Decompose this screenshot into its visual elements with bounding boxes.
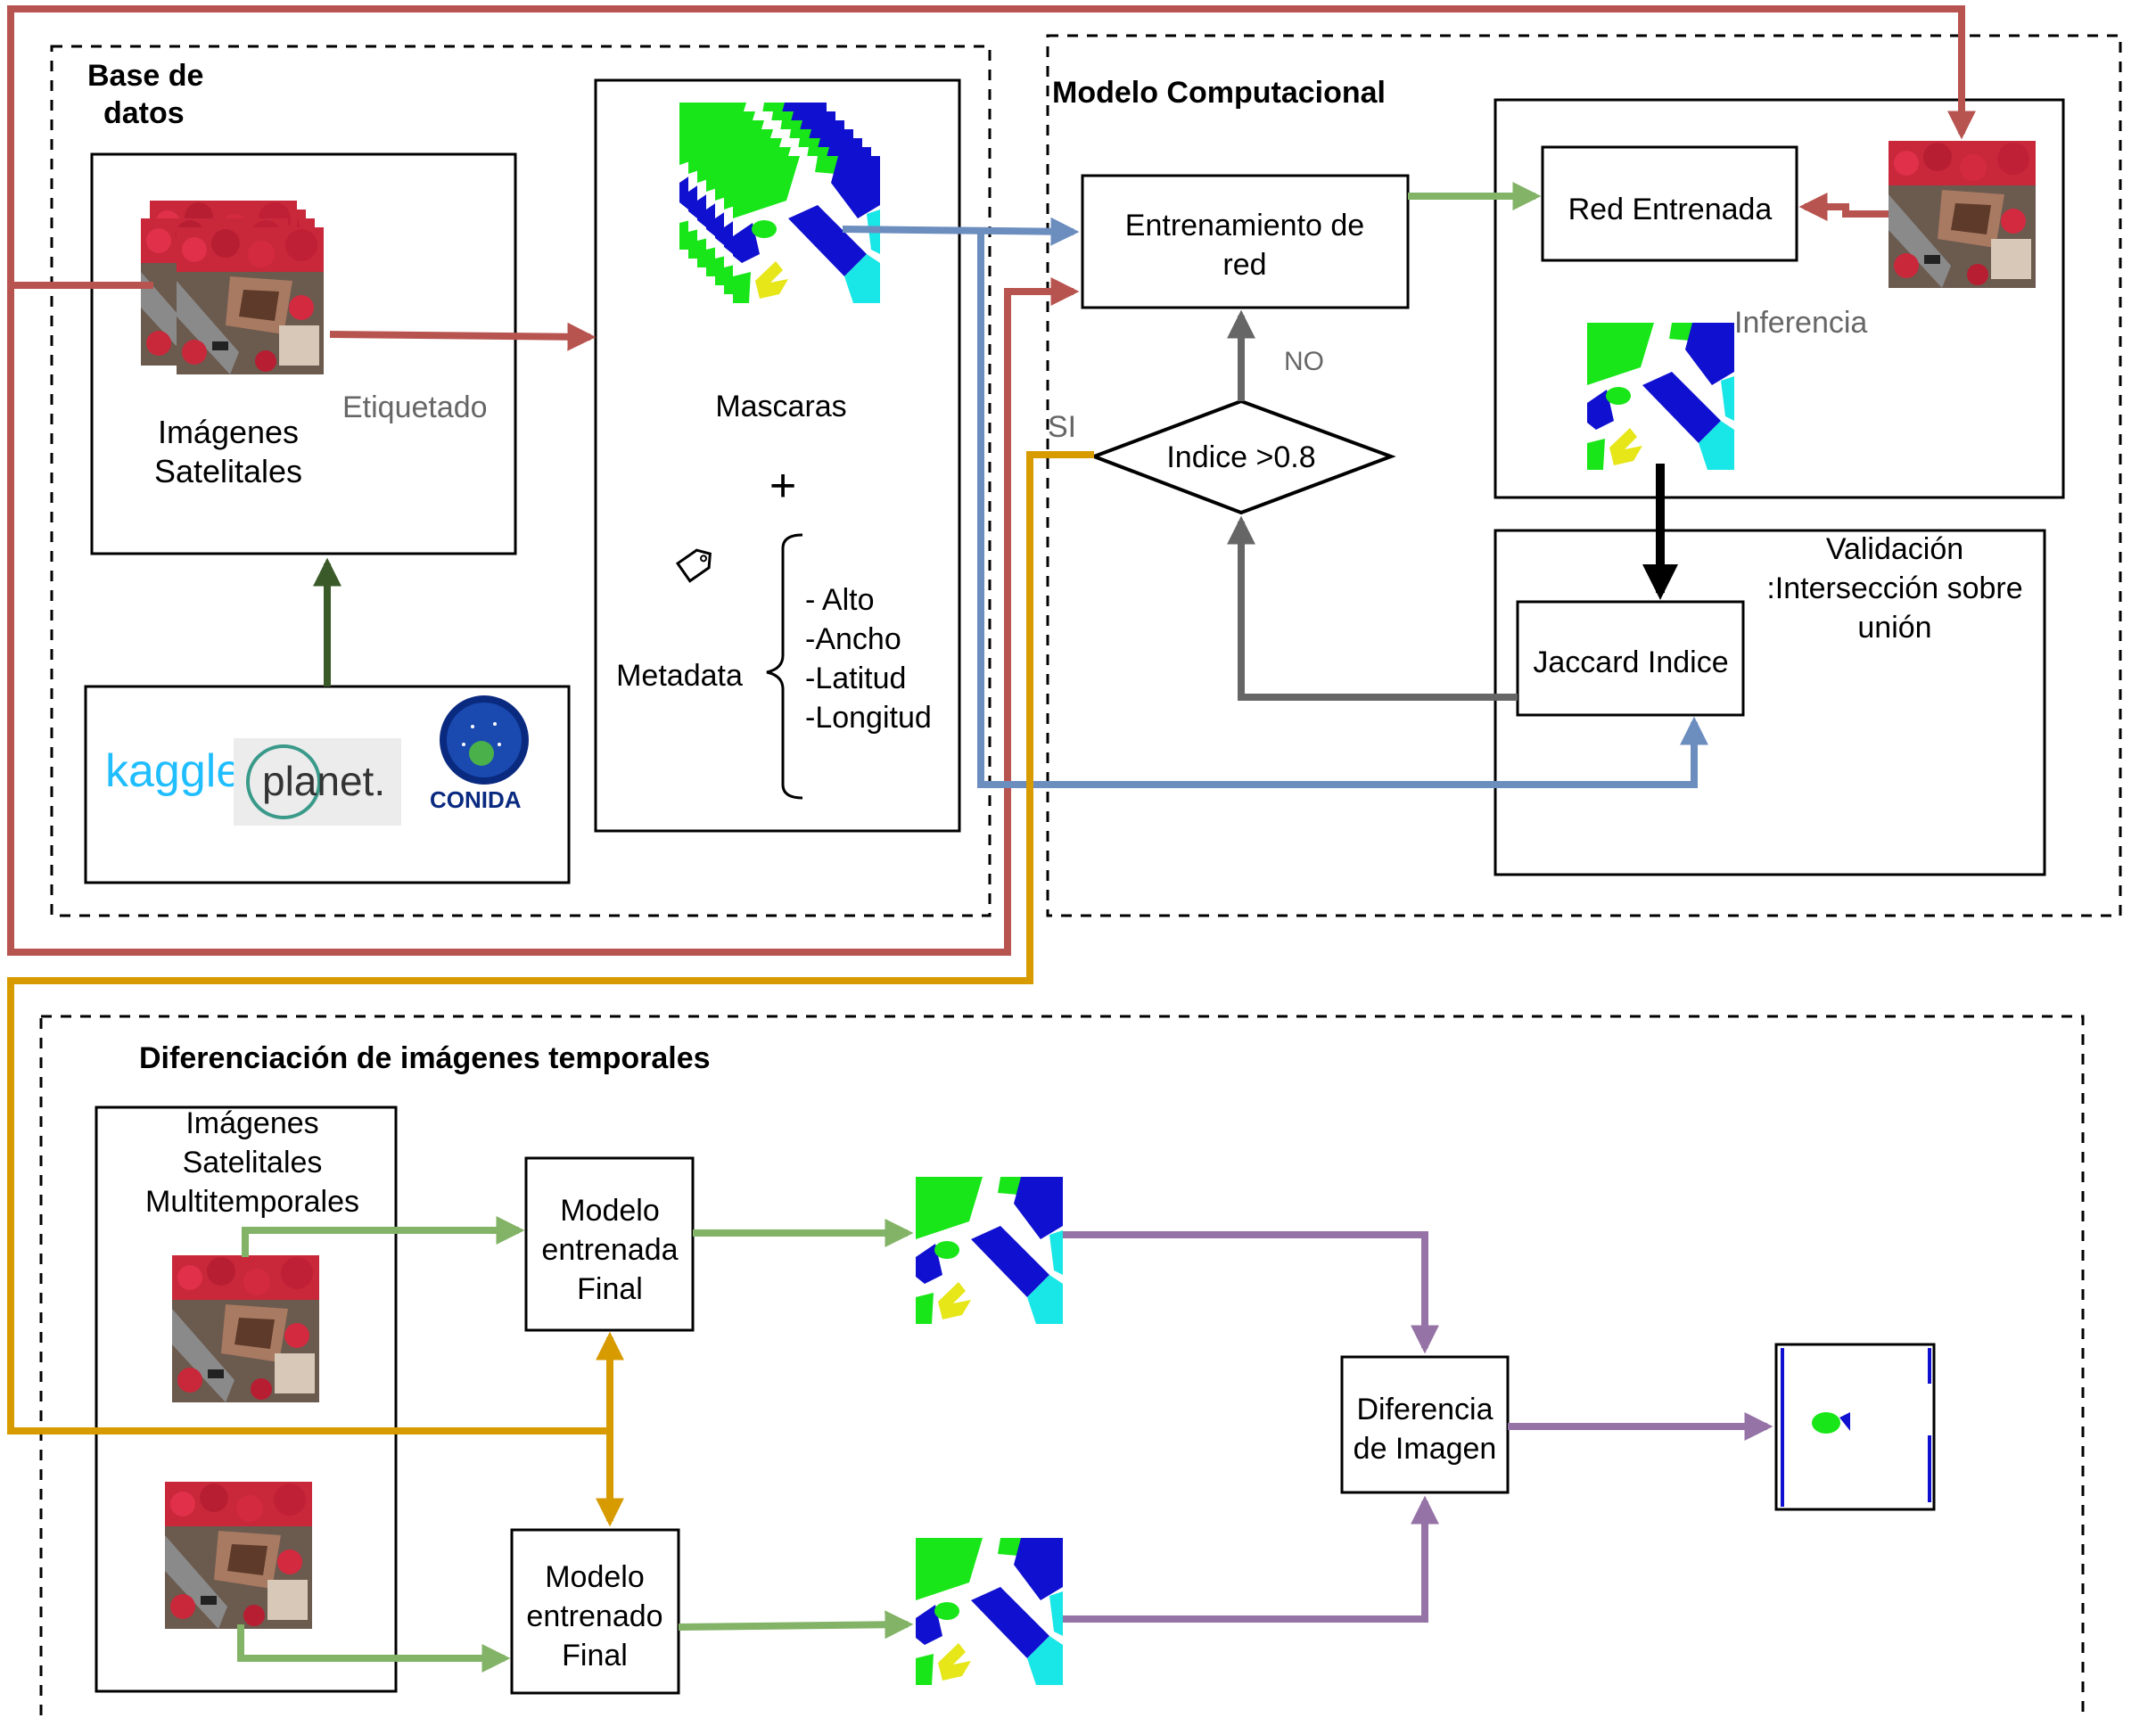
arrow-etiquetado xyxy=(329,322,597,351)
temporal-image-2 xyxy=(165,1482,312,1629)
svg-text:planet.: planet. xyxy=(262,758,385,804)
indice-decision xyxy=(1089,399,1396,515)
mask-image-stack xyxy=(679,103,880,303)
arrow-red-loop xyxy=(7,277,1080,956)
tag-icon xyxy=(675,548,712,583)
result-mask-2 xyxy=(916,1538,1063,1685)
difference-result-image xyxy=(1774,1343,1936,1511)
section-diferenciacion xyxy=(39,1015,2085,1718)
jaccard-box xyxy=(1516,600,1745,717)
conida-logo: CONIDA xyxy=(430,695,529,813)
metadata-items: - Alto -Ancho -Latitud -Longitud xyxy=(805,583,932,735)
arrow-purple-mask1 xyxy=(1063,1231,1439,1354)
arrow-red-inferencia xyxy=(1798,193,1889,221)
metadata-brace xyxy=(766,533,803,800)
mascaras-label: Mascaras xyxy=(715,390,846,423)
inference-satellite-image xyxy=(1889,141,2036,288)
red-entrenada-box xyxy=(1541,145,1798,262)
arrow-green-model2-out xyxy=(678,1610,914,1640)
section-modelo-computacional xyxy=(1046,34,2122,917)
plus-sign: + xyxy=(769,460,796,512)
indice-label: Indice >0.8 xyxy=(1166,440,1315,474)
section-title-diferenciacion: Diferenciación de imágenes temporales xyxy=(139,1041,711,1075)
arrow-gray-jaccard xyxy=(1227,515,1518,701)
si-label: SI xyxy=(1048,410,1076,444)
no-label: NO xyxy=(1284,347,1324,376)
satellite-image-stack xyxy=(141,201,324,374)
arrow-red-top xyxy=(7,5,1976,285)
entrenamiento-box xyxy=(1081,174,1410,309)
temporal-image-1 xyxy=(172,1255,319,1402)
kaggle-logo: kaggle xyxy=(105,745,242,797)
metadata-label: Metadata xyxy=(616,659,743,693)
planet-logo: planet. xyxy=(234,738,401,826)
arrow-blue-masks xyxy=(842,217,1080,246)
arrow-blue-jaccard xyxy=(977,230,1708,788)
jaccard-label: Jaccard Indice xyxy=(1533,645,1728,679)
arrow-purple-mask2 xyxy=(1063,1495,1439,1623)
inferencia-label: Inferencia xyxy=(1734,306,1867,340)
arrow-green-temporal2 xyxy=(237,1624,511,1673)
arrow-orange-si xyxy=(7,451,1094,1434)
modelo-final-2-box xyxy=(510,1528,680,1695)
etiquetado-label: Etiquetado xyxy=(342,390,488,424)
section-title-modelo: Modelo Computacional xyxy=(1052,76,1386,110)
inference-mask-image xyxy=(1587,323,1734,470)
arrow-green-temporal1 xyxy=(242,1216,525,1257)
svg-text:CONIDA: CONIDA xyxy=(430,786,522,813)
result-mask-1 xyxy=(916,1177,1063,1324)
section-base-datos xyxy=(50,45,992,917)
red-entrenada-label: Red Entrenada xyxy=(1568,193,1773,226)
modelo-final-1-box xyxy=(524,1156,695,1332)
